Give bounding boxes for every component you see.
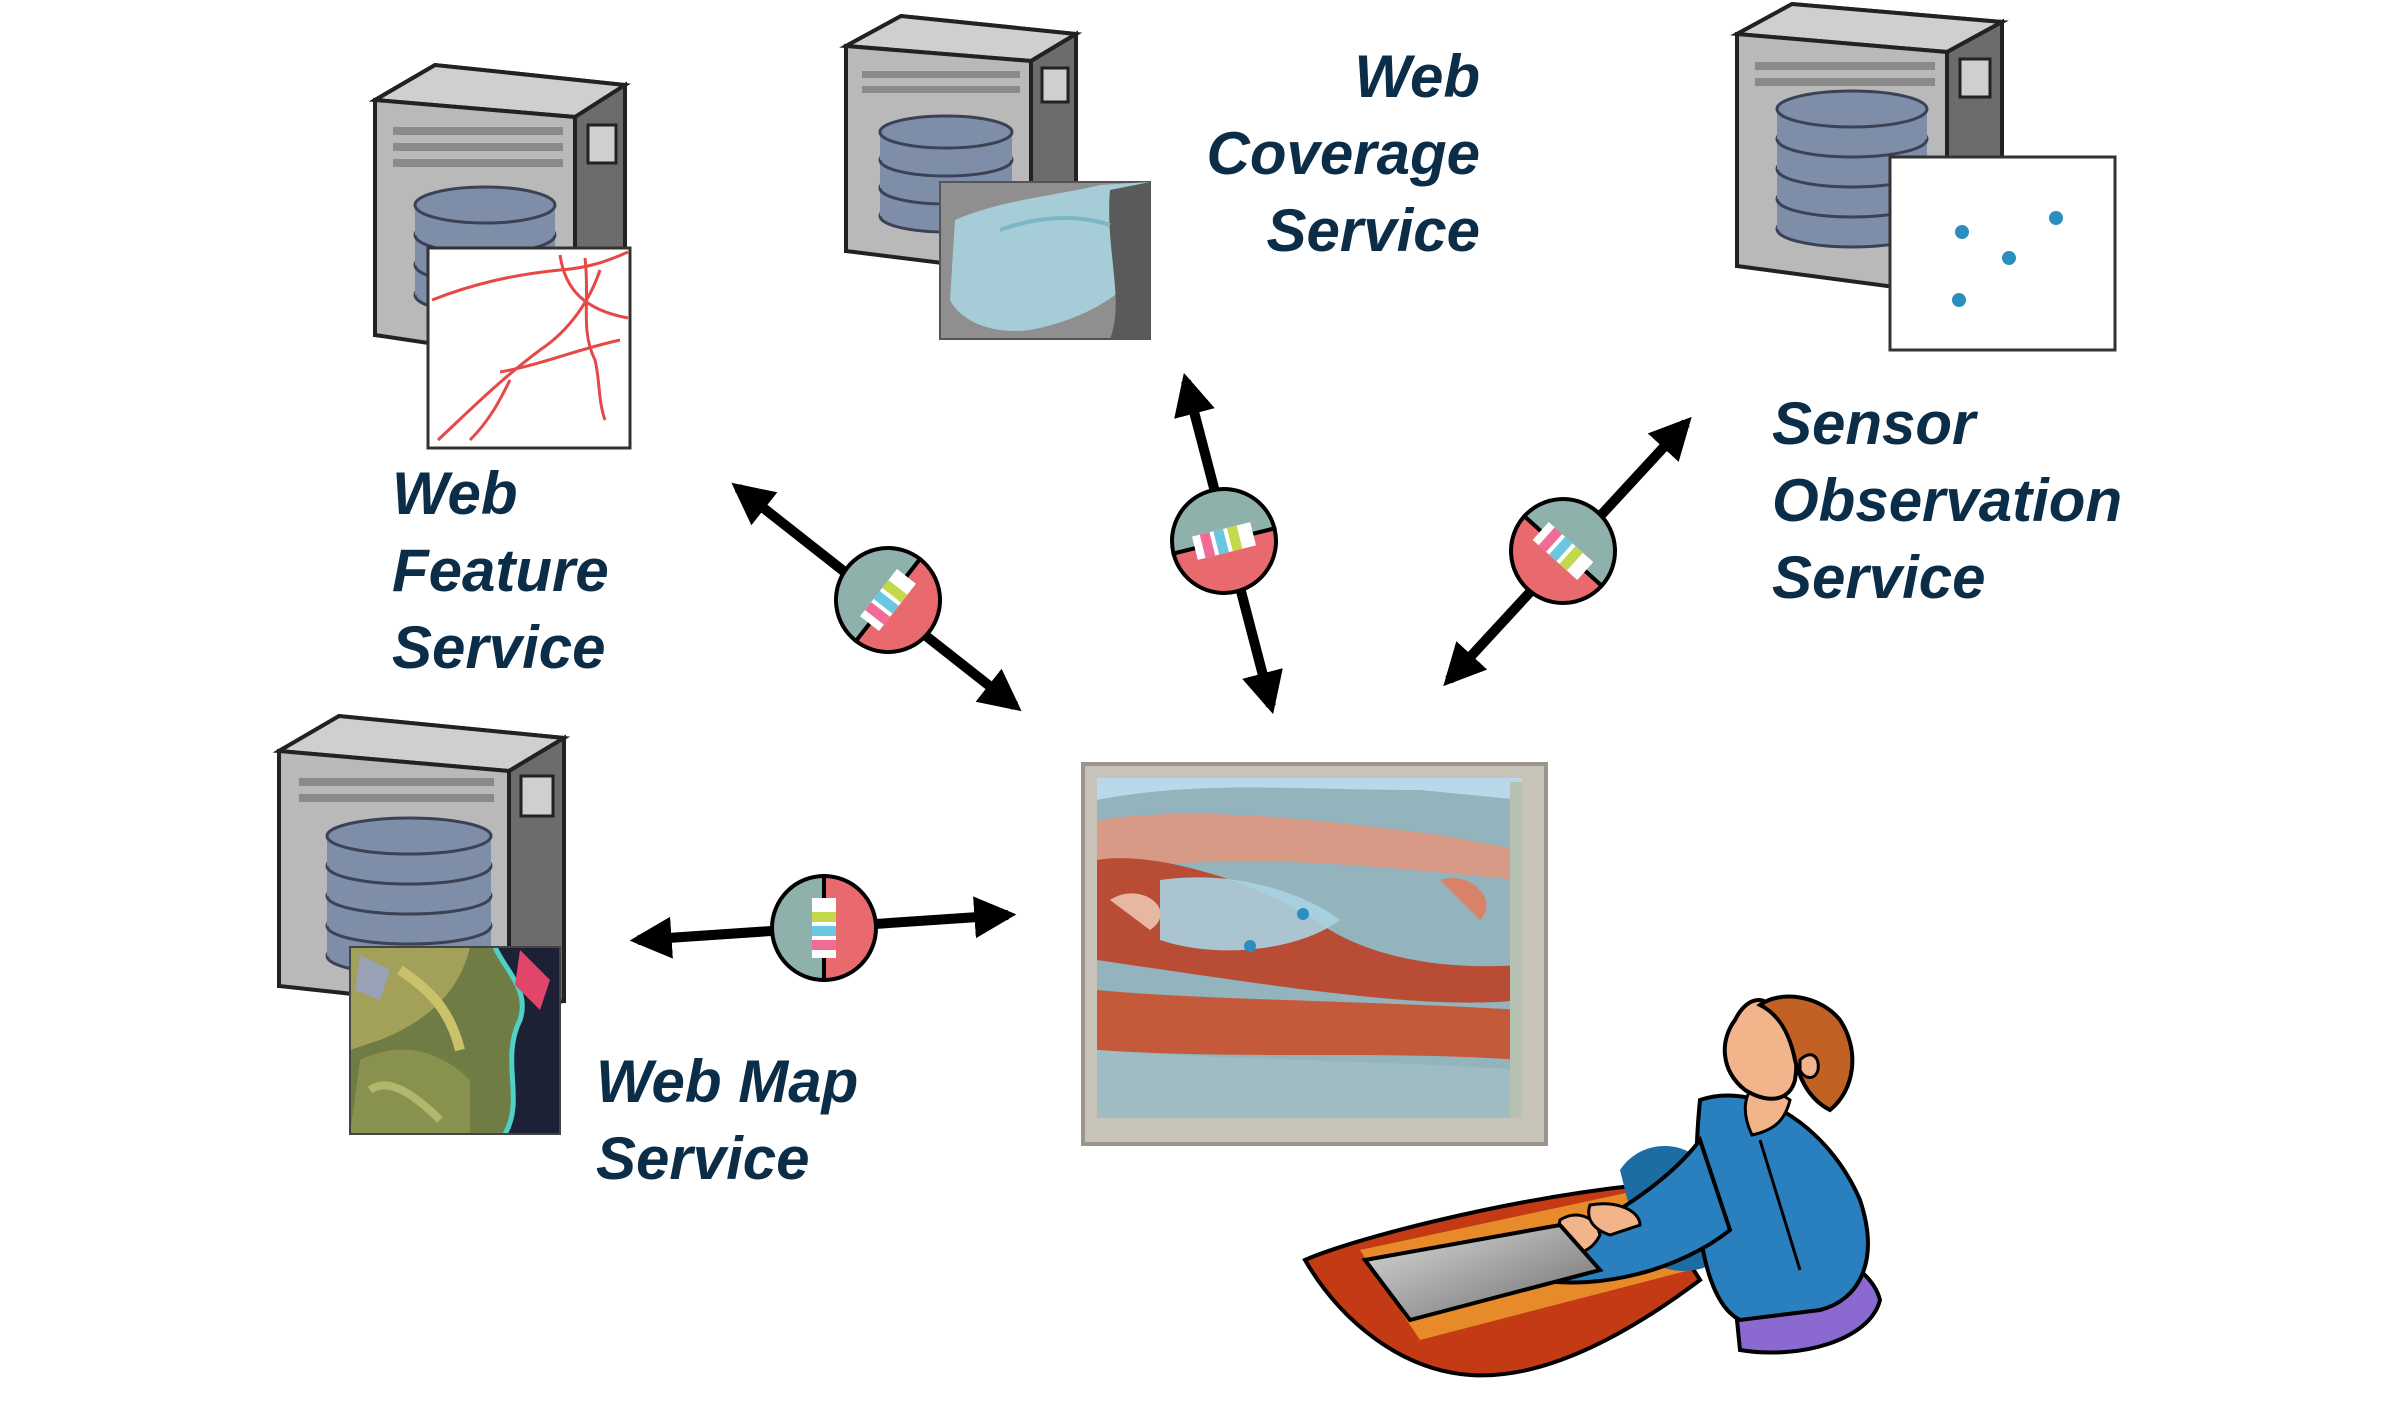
label-web-feature-service: Web Feature Service xyxy=(392,455,609,686)
label-web-map-service: Web Map Service xyxy=(596,1043,858,1197)
label-line: Service xyxy=(392,614,606,681)
capsule-sos-icon xyxy=(1509,497,1617,605)
sensor-points-icon xyxy=(1888,155,2117,352)
label-line: Service xyxy=(1266,197,1480,264)
label-line: Observation xyxy=(1772,467,2123,534)
label-line: Web xyxy=(392,460,518,527)
label-line: Sensor xyxy=(1772,390,1976,457)
capsule-wcs-icon xyxy=(1170,487,1278,595)
label-line: Web xyxy=(1354,43,1480,110)
satellite-coverage-icon xyxy=(939,181,1151,340)
label-line: Feature xyxy=(392,537,609,604)
capsule-wfs-icon xyxy=(834,546,942,654)
seated-user-icon xyxy=(1302,994,1883,1378)
3d-terrain-map-screen xyxy=(1081,762,1548,1146)
land-cover-map-icon xyxy=(349,945,561,1136)
label-line: Coverage xyxy=(1206,120,1480,187)
label-line: Service xyxy=(1772,544,1986,611)
label-web-coverage-service: Web Coverage Service xyxy=(1160,38,1480,269)
capsule-wms-icon xyxy=(770,873,878,983)
label-line: Service xyxy=(596,1125,810,1192)
roads-map-icon xyxy=(426,246,632,450)
label-sensor-observation-service: Sensor Observation Service xyxy=(1772,385,2122,616)
label-line: Web Map xyxy=(596,1048,859,1115)
